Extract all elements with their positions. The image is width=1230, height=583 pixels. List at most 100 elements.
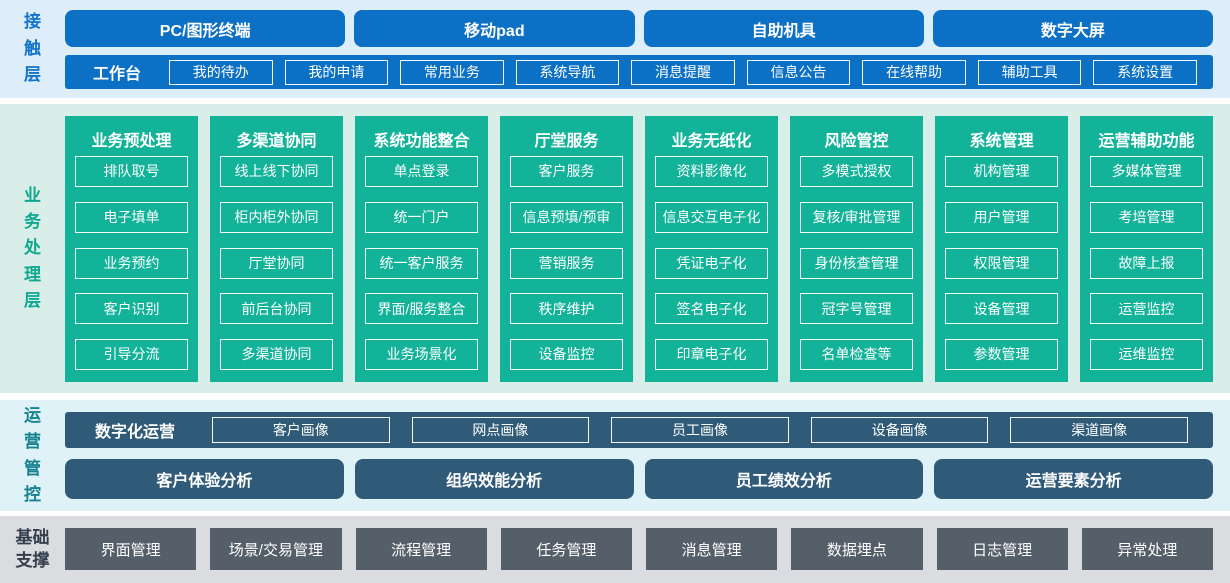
business-item[interactable]: 秩序维护: [510, 293, 623, 325]
business-item[interactable]: 机构管理: [945, 156, 1058, 187]
business-item[interactable]: 多媒体管理: [1090, 156, 1203, 187]
terminal-button[interactable]: 移动pad: [354, 10, 635, 47]
business-item[interactable]: 信息预填/预审: [510, 201, 623, 233]
workbench-item[interactable]: 系统导航: [515, 59, 620, 85]
portrait-item[interactable]: 客户画像: [212, 417, 390, 443]
business-item[interactable]: 印章电子化: [655, 339, 768, 370]
business-column-items: 资料影像化信息交互电子化凭证电子化签名电子化印章电子化: [655, 156, 768, 370]
business-item[interactable]: 名单检查等: [800, 339, 913, 370]
business-column-title: 系统功能整合: [373, 133, 470, 150]
analysis-button[interactable]: 运营要素分析: [934, 459, 1213, 499]
business-columns: 业务预处理排队取号电子填单业务预约客户识别引导分流多渠道协同线上线下协同柜内柜外…: [65, 104, 1230, 393]
base-support-item[interactable]: 异常处理: [1081, 528, 1213, 570]
business-item[interactable]: 身份核查管理: [800, 247, 913, 279]
portrait-item[interactable]: 渠道画像: [1010, 417, 1188, 443]
base-layer-label-wrap: 基础支撑: [0, 516, 65, 583]
business-column-title: 风险管控: [824, 133, 889, 150]
workbench-label: 工作台: [93, 66, 142, 83]
base-support-item[interactable]: 消息管理: [646, 528, 778, 570]
workbench-item[interactable]: 系统设置: [1093, 59, 1197, 85]
ops-layer-label: 运营管控: [24, 405, 41, 504]
workbench-item[interactable]: 信息公告: [746, 59, 851, 85]
workbench-item[interactable]: 在线帮助: [862, 59, 966, 85]
analysis-button[interactable]: 客户体验分析: [65, 459, 344, 499]
ops-layer: 运营管控 数字化运营 客户画像网点画像员工画像设备画像渠道画像 客户体验分析组织…: [0, 400, 1230, 511]
business-item[interactable]: 权限管理: [945, 247, 1058, 279]
business-item[interactable]: 业务预约: [75, 247, 188, 279]
digital-ops-label: 数字化运营: [95, 424, 176, 441]
business-column-items: 多媒体管理考培管理故障上报运营监控运维监控: [1090, 156, 1203, 370]
business-item[interactable]: 资料影像化: [655, 156, 768, 187]
business-item[interactable]: 签名电子化: [655, 293, 768, 325]
business-item[interactable]: 参数管理: [945, 339, 1058, 370]
business-item[interactable]: 营销服务: [510, 247, 623, 279]
business-item[interactable]: 用户管理: [945, 201, 1058, 233]
business-item[interactable]: 电子填单: [75, 201, 188, 233]
analysis-button[interactable]: 组织效能分析: [354, 459, 634, 499]
business-layer-label-wrap: 业务处理层: [0, 104, 65, 393]
business-column-title: 运营辅助功能: [1098, 133, 1195, 150]
analysis-row: 客户体验分析组织效能分析员工绩效分析运营要素分析: [65, 459, 1213, 499]
portrait-item[interactable]: 员工画像: [611, 417, 789, 443]
business-column-title: 系统管理: [969, 133, 1034, 150]
business-item[interactable]: 界面/服务整合: [365, 293, 478, 325]
business-item[interactable]: 冠字号管理: [800, 293, 913, 325]
ops-layer-content: 数字化运营 客户画像网点画像员工画像设备画像渠道画像 客户体验分析组织效能分析员…: [65, 400, 1230, 511]
base-support-item[interactable]: 流程管理: [355, 528, 487, 570]
business-column: 业务预处理排队取号电子填单业务预约客户识别引导分流: [65, 116, 198, 382]
business-column-items: 线上线下协同柜内柜外协同厅堂协同前后台协同多渠道协同: [220, 156, 333, 370]
business-item[interactable]: 复核/审批管理: [800, 201, 913, 233]
base-layer-label: 基础支撑: [15, 527, 50, 570]
business-column-items: 排队取号电子填单业务预约客户识别引导分流: [75, 156, 188, 370]
workbench-item[interactable]: 消息提醒: [631, 59, 735, 85]
business-item[interactable]: 故障上报: [1090, 247, 1203, 279]
business-item[interactable]: 业务场景化: [365, 339, 478, 370]
workbench-item[interactable]: 常用业务: [400, 59, 504, 85]
business-column: 业务无纸化资料影像化信息交互电子化凭证电子化签名电子化印章电子化: [645, 116, 778, 382]
portrait-item[interactable]: 网点画像: [411, 417, 590, 443]
business-item[interactable]: 客户服务: [510, 156, 623, 187]
analysis-button[interactable]: 员工绩效分析: [644, 459, 924, 499]
business-item[interactable]: 多渠道协同: [220, 339, 333, 370]
business-item[interactable]: 凭证电子化: [655, 247, 768, 279]
business-item[interactable]: 客户识别: [75, 293, 188, 325]
ops-layer-label-wrap: 运营管控: [0, 400, 65, 511]
base-support-item[interactable]: 界面管理: [65, 528, 197, 570]
business-column: 系统管理机构管理用户管理权限管理设备管理参数管理: [935, 116, 1068, 382]
business-item[interactable]: 线上线下协同: [220, 156, 333, 187]
business-item[interactable]: 考培管理: [1090, 201, 1203, 233]
base-support-item[interactable]: 任务管理: [500, 528, 632, 570]
workbench-item[interactable]: 辅助工具: [977, 59, 1082, 85]
base-support-item[interactable]: 数据埋点: [791, 528, 923, 570]
business-item[interactable]: 厅堂协同: [220, 247, 333, 279]
business-item[interactable]: 统一门户: [365, 201, 478, 233]
workbench-item[interactable]: 我的申请: [284, 59, 389, 85]
portrait-item[interactable]: 设备画像: [810, 417, 989, 443]
base-support-item[interactable]: 日志管理: [936, 528, 1068, 570]
terminal-button[interactable]: 自助机具: [643, 10, 924, 47]
business-item[interactable]: 设备管理: [945, 293, 1058, 325]
base-support-item[interactable]: 场景/交易管理: [210, 528, 342, 570]
business-column-items: 单点登录统一门户统一客户服务界面/服务整合业务场景化: [365, 156, 478, 370]
terminal-button[interactable]: 数字大屏: [932, 10, 1213, 47]
business-column: 风险管控多模式授权复核/审批管理身份核查管理冠字号管理名单检查等: [790, 116, 923, 382]
business-column-title: 业务无纸化: [671, 133, 752, 150]
terminal-button[interactable]: PC/图形终端: [65, 10, 346, 47]
business-item[interactable]: 运营监控: [1090, 293, 1203, 325]
business-item[interactable]: 排队取号: [75, 156, 188, 187]
business-column: 厅堂服务客户服务信息预填/预审营销服务秩序维护设备监控: [500, 116, 633, 382]
business-item[interactable]: 信息交互电子化: [655, 201, 768, 233]
business-item[interactable]: 设备监控: [510, 339, 623, 370]
business-item[interactable]: 多模式授权: [800, 156, 913, 187]
business-item[interactable]: 单点登录: [365, 156, 478, 187]
business-column-items: 机构管理用户管理权限管理设备管理参数管理: [945, 156, 1058, 370]
workbench-bar: 工作台 我的待办我的申请常用业务系统导航消息提醒信息公告在线帮助辅助工具系统设置: [65, 55, 1213, 89]
business-item[interactable]: 运维监控: [1090, 339, 1203, 370]
business-column-title: 厅堂服务: [534, 133, 599, 150]
business-item[interactable]: 引导分流: [75, 339, 188, 370]
workbench-item[interactable]: 我的待办: [169, 59, 273, 85]
business-item[interactable]: 统一客户服务: [365, 247, 478, 279]
business-item[interactable]: 柜内柜外协同: [220, 201, 333, 233]
business-item[interactable]: 前后台协同: [220, 293, 333, 325]
